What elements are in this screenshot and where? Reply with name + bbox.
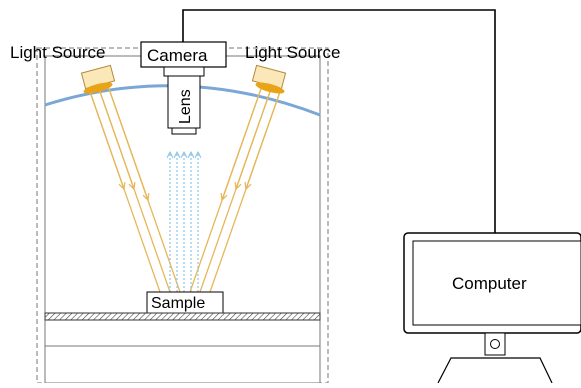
reflected-rays: [170, 152, 198, 292]
light-source-left-label: Light Source: [10, 43, 105, 62]
camera-mount: [163, 66, 205, 77]
data-cable: [182, 9, 496, 233]
camera-icon: [140, 41, 227, 135]
lamp-icon: [80, 64, 116, 94]
sample-plate: [44, 312, 321, 321]
lamp-icon: [251, 64, 287, 94]
light-source-right-label: Light Source: [245, 43, 340, 62]
lens-body: [167, 75, 201, 129]
light-rays: [87, 85, 283, 293]
monitor-icon: [403, 232, 581, 384]
monitor-screen: [412, 240, 581, 326]
camera-box: [140, 41, 227, 68]
lens-label: Lens: [177, 89, 194, 124]
sample-label: Sample: [151, 295, 205, 312]
camera-label: Camera: [147, 46, 208, 65]
computer-label: Computer: [452, 274, 527, 293]
monitor-stand: [437, 357, 553, 384]
sample-stage: [44, 291, 321, 347]
